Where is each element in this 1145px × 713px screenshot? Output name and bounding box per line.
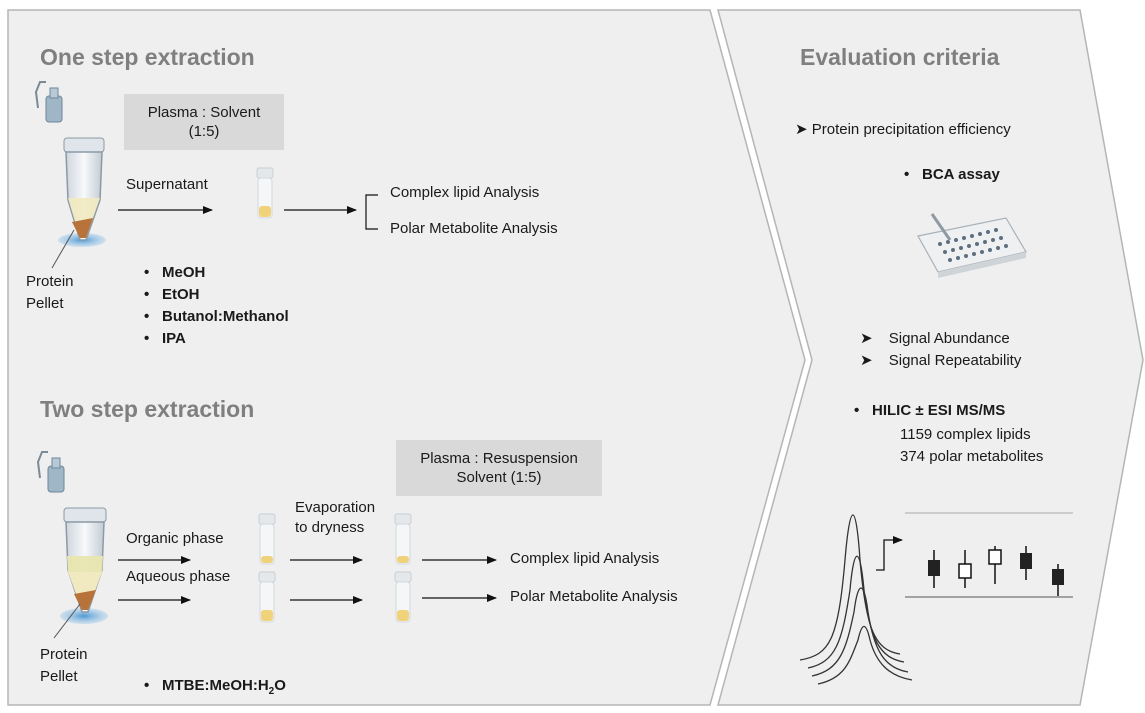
pellet-word-2: Pellet: [26, 295, 64, 312]
arrowhead-bullet-icon: ➤: [795, 121, 808, 138]
aqueous-phase-label: Aqueous phase: [126, 568, 231, 585]
one-step-pellet-label: Protein Pellet: [26, 271, 74, 315]
count-complex-lipids: 1159 complex lipids: [900, 426, 1031, 443]
aqueous-vial-icon: [258, 571, 276, 623]
count-polar-metabolites: 374 polar metabolites: [900, 448, 1044, 465]
two-step-pellet-label: Protein Pellet: [40, 644, 88, 688]
solvent-suffix: O: [274, 677, 286, 694]
signal-item: ➤ Signal Repeatability: [860, 350, 1021, 372]
analysis-bracket: [365, 194, 378, 230]
evaporation-word-2: to dryness: [295, 519, 365, 536]
solvent-item: MTBE:MeOH:H2O: [140, 675, 286, 703]
pellet-pointer-2: [53, 603, 81, 639]
metabolite-counts: 1159 complex lipids 374 polar metabolite…: [900, 424, 1043, 468]
ratio-line-1: Plasma : Solvent: [147, 104, 261, 121]
pellet-word-2: Pellet: [40, 668, 78, 685]
two-step-output-lipid: Complex lipid Analysis: [510, 550, 660, 567]
solvent-subscript: 2: [268, 686, 275, 697]
solvent-item: EtOH: [140, 284, 289, 306]
ratio-line-1: Plasma : Resuspension: [420, 450, 578, 467]
peak-arrow: [876, 536, 903, 571]
solvent-item: IPA: [140, 328, 289, 350]
signal-text: Signal Abundance: [888, 330, 1010, 347]
two-step-title: Two step extraction: [40, 396, 255, 422]
two-step-tube-icon: [36, 451, 108, 624]
ratio-line-2: (1:5): [188, 123, 220, 140]
solvent-item: Butanol:Methanol: [140, 306, 289, 328]
solvent-item: MeOH: [140, 262, 289, 284]
two-step-output-polar: Polar Metabolite Analysis: [510, 588, 678, 605]
signal-item: ➤ Signal Abundance: [860, 328, 1021, 350]
criterion-precipitation: ➤ Protein precipitation efficiency: [795, 120, 1011, 138]
resuspended-vial-icon-2: [394, 571, 412, 623]
pellet-word-1: Protein: [26, 273, 74, 290]
signal-text: Signal Repeatability: [888, 352, 1022, 369]
right-panel: [717, 9, 1144, 706]
one-step-vial-icon: [256, 167, 274, 219]
assay-list: BCA assay: [900, 164, 1000, 186]
evaluation-title: Evaluation criteria: [800, 44, 1000, 70]
pellet-word-1: Protein: [40, 646, 88, 663]
criterion-text: Protein precipitation efficiency: [811, 121, 1011, 138]
one-step-tube-icon: [34, 81, 106, 247]
method-list: HILIC ± ESI MS/MS: [850, 400, 1005, 422]
microplate-icon: [917, 213, 1027, 278]
one-step-ratio-box: Plasma : Solvent (1:5): [124, 94, 284, 150]
arrowhead-bullet-icon: ➤: [860, 352, 873, 369]
solvent-prefix: MTBE:MeOH:H: [162, 677, 269, 694]
evaporation-word-1: Evaporation: [295, 499, 376, 516]
one-step-title: One step extraction: [40, 44, 255, 70]
pellet-pointer: [51, 229, 75, 269]
one-step-output-polar: Polar Metabolite Analysis: [390, 220, 558, 237]
ratio-line-2: Solvent (1:5): [456, 469, 542, 486]
boxplot-icon: [905, 512, 1073, 598]
supernatant-label: Supernatant: [126, 176, 208, 193]
arrowhead-bullet-icon: ➤: [860, 330, 873, 347]
organic-phase-label: Organic phase: [126, 530, 224, 547]
one-step-solvent-list: MeOH EtOH Butanol:Methanol IPA: [140, 262, 289, 350]
signal-criteria-list: ➤ Signal Abundance ➤ Signal Repeatabilit…: [860, 328, 1021, 372]
chromatogram-peaks-icon: [799, 514, 913, 685]
organic-vial-icon: [258, 513, 276, 565]
evaporation-label: Evaporation to dryness: [295, 498, 375, 538]
one-step-output-lipid: Complex lipid Analysis: [390, 184, 540, 201]
two-step-ratio-box: Plasma : Resuspension Solvent (1:5): [396, 440, 602, 496]
left-panel: [7, 9, 806, 706]
assay-item: BCA assay: [900, 164, 1000, 186]
method-item: HILIC ± ESI MS/MS: [850, 400, 1005, 422]
two-step-solvent-list: MTBE:MeOH:H2O: [140, 675, 286, 703]
resuspended-vial-icon-1: [394, 513, 412, 565]
